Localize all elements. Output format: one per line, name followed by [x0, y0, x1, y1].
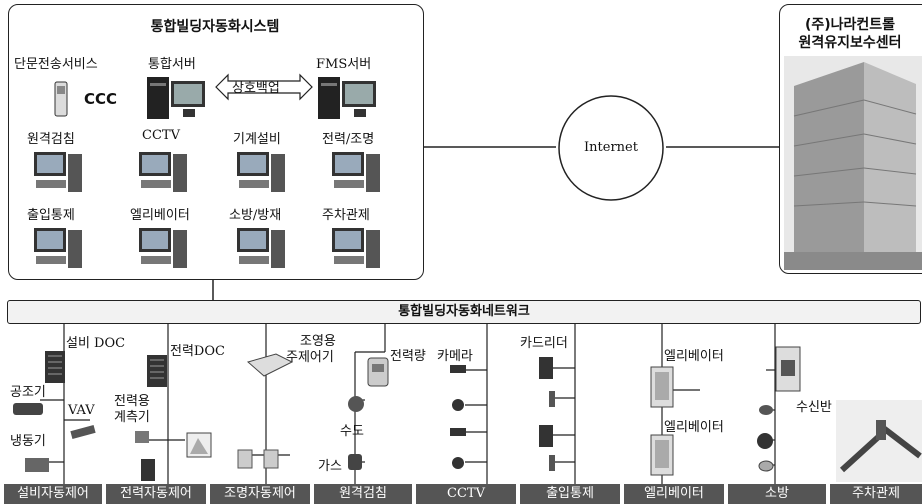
category-cctv: CCTV	[416, 484, 516, 504]
heat-detector-icon	[758, 460, 774, 472]
category-facility: 설비자동제어	[4, 484, 102, 504]
ahu-label: 공조기	[10, 385, 46, 400]
elevator-label-2: 엘리베이터	[664, 420, 724, 435]
card-reader-label: 카드리더	[520, 336, 568, 351]
vav-label: VAV	[68, 403, 95, 418]
lighting-controller-label-2: 주제어기	[286, 350, 334, 365]
power-meter-label-2: 계측기	[114, 410, 150, 425]
light-switch-icon	[237, 449, 279, 469]
remote-center-line2: 원격유지보수센터	[798, 35, 902, 51]
lighting-controller-label-1: 조영용	[300, 334, 336, 349]
panel-icon	[141, 459, 155, 481]
category-lighting: 조명자동제어	[210, 484, 310, 504]
sms-service-label: 단문전송서비스	[14, 57, 98, 72]
parking-gate-image	[836, 400, 922, 482]
category-power: 전력자동제어	[106, 484, 206, 504]
category-fire: 소방	[728, 484, 826, 504]
workstation-icon	[139, 228, 187, 268]
camera-icon	[450, 365, 466, 373]
power-meter-icon	[135, 431, 149, 443]
fire-protection-label: 소방/방재	[229, 208, 282, 223]
lighting-fixture-icon	[186, 432, 212, 458]
gas-label: 가스	[318, 459, 342, 474]
vav-icon	[70, 425, 96, 439]
workstation-icon	[34, 152, 82, 192]
internet-label: Internet	[584, 140, 638, 155]
network-bar: 통합빌딩자동화네트워크	[7, 300, 921, 324]
internet-cloud	[558, 95, 664, 201]
receiver-label: 수신반	[796, 400, 832, 415]
meter-icon	[367, 357, 389, 387]
system-panel-title: 통합빌딩자동화시스템	[150, 19, 280, 35]
workstation-icon	[332, 228, 380, 268]
fms-server-icon	[318, 77, 376, 119]
fire-receiver-icon	[775, 346, 801, 392]
category-access: 출입통제	[520, 484, 620, 504]
fms-server-label: FMS서버	[316, 57, 372, 72]
smoke-detector-icon	[759, 405, 773, 415]
door-lock-icon	[549, 391, 555, 407]
sms-glyph: CCC	[84, 90, 118, 108]
camera-label: 카메라	[437, 349, 473, 364]
door-lock-icon	[549, 455, 555, 471]
controller-board-icon	[45, 351, 65, 383]
elevator-panel-icon	[650, 366, 674, 408]
camera-icon	[450, 428, 466, 436]
card-reader-icon	[539, 425, 553, 447]
chiller-icon	[25, 458, 49, 472]
power-meter-label-1: 전력용	[114, 394, 150, 409]
power-controller-icon	[147, 355, 167, 387]
water-label: 수도	[340, 424, 364, 439]
chiller-label: 냉동기	[10, 434, 46, 449]
workstation-icon	[139, 152, 187, 192]
access-control-label: 출입통제	[27, 208, 75, 223]
remote-center-line1: (주)나라컨트롤	[804, 17, 896, 33]
mobile-phone-icon	[54, 81, 68, 117]
facility-doc-label: 설비 DOC	[66, 336, 126, 351]
office-building-image	[784, 56, 922, 270]
elevator-label: 엘리베이터	[130, 208, 190, 223]
cctv-label: CCTV	[142, 128, 180, 143]
card-reader-icon	[539, 357, 553, 379]
elevator-label-1: 엘리베이터	[664, 349, 724, 364]
backup-arrow	[215, 73, 313, 101]
gas-meter-icon	[348, 454, 362, 470]
power-lighting-label: 전력/조명	[322, 132, 375, 147]
category-metering: 원격검침	[314, 484, 412, 504]
remote-metering-label: 원격검침	[27, 132, 75, 147]
water-meter-icon	[348, 396, 364, 412]
workstation-icon	[34, 228, 82, 268]
category-elevator: 엘리베이터	[624, 484, 724, 504]
integrated-server-label: 통합서버	[148, 57, 196, 72]
ahu-icon	[13, 403, 43, 415]
power-amount-label: 전력량	[390, 349, 426, 364]
power-doc-label: 전력DOC	[170, 344, 225, 359]
dome-camera-icon	[452, 399, 464, 411]
category-parking: 주차관제	[830, 484, 922, 504]
elevator-panel-icon	[650, 434, 674, 476]
workstation-icon	[332, 152, 380, 192]
lighting-controller-icon	[246, 353, 294, 377]
workstation-icon	[237, 152, 285, 192]
backup-label: 상호백업	[232, 81, 280, 96]
workstation-icon	[237, 228, 285, 268]
parking-control-label: 주차관제	[322, 208, 370, 223]
dome-camera-icon	[452, 457, 464, 469]
mechanical-label: 기계설비	[233, 132, 281, 147]
fire-bell-icon	[757, 433, 773, 449]
server-icon	[147, 77, 205, 119]
